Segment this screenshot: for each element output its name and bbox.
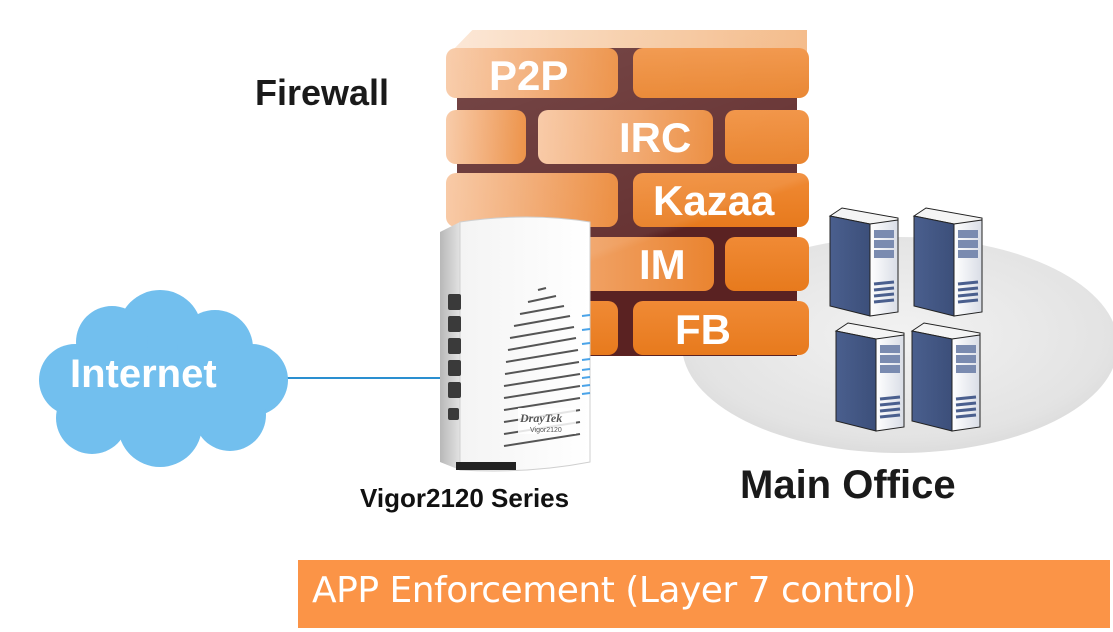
- brick: [725, 110, 809, 164]
- status-leds: [581, 314, 591, 395]
- firewall-label: Firewall: [255, 72, 390, 113]
- brick: [446, 110, 526, 164]
- server-icon: [828, 207, 899, 317]
- brick: [633, 48, 809, 98]
- router-device: DrayTek Vigor2120: [440, 216, 591, 472]
- blocked-app-im: IM: [639, 241, 686, 288]
- router-brand: DrayTek: [519, 411, 562, 425]
- server-icon: [912, 207, 983, 317]
- router-model: Vigor2120: [530, 427, 562, 434]
- banner-title: APP Enforcement (Layer 7 control): [312, 570, 916, 611]
- router-label: Vigor2120 Series: [360, 483, 570, 513]
- brick: [446, 48, 618, 98]
- ethernet-ports: [448, 294, 461, 420]
- title-banner: APP Enforcement (Layer 7 control): [298, 560, 1110, 628]
- brick: [725, 237, 809, 291]
- brick: [633, 301, 809, 355]
- blocked-app-irc: IRC: [619, 114, 692, 161]
- brick: [538, 110, 713, 164]
- firewall-top: [451, 30, 807, 52]
- blocked-app-p2p: P2P: [489, 52, 569, 99]
- cloud-icon: [39, 290, 288, 467]
- brick: [633, 173, 809, 227]
- main-office-label: Main Office: [740, 463, 956, 507]
- server-icon: [910, 322, 981, 432]
- blocked-app-kazaa: Kazaa: [653, 177, 775, 224]
- internet-cloud: [39, 290, 288, 467]
- internet-label: Internet: [70, 352, 217, 396]
- vent-grille: [503, 287, 581, 447]
- server-icon: [834, 322, 905, 432]
- blocked-app-fb: FB: [675, 306, 731, 353]
